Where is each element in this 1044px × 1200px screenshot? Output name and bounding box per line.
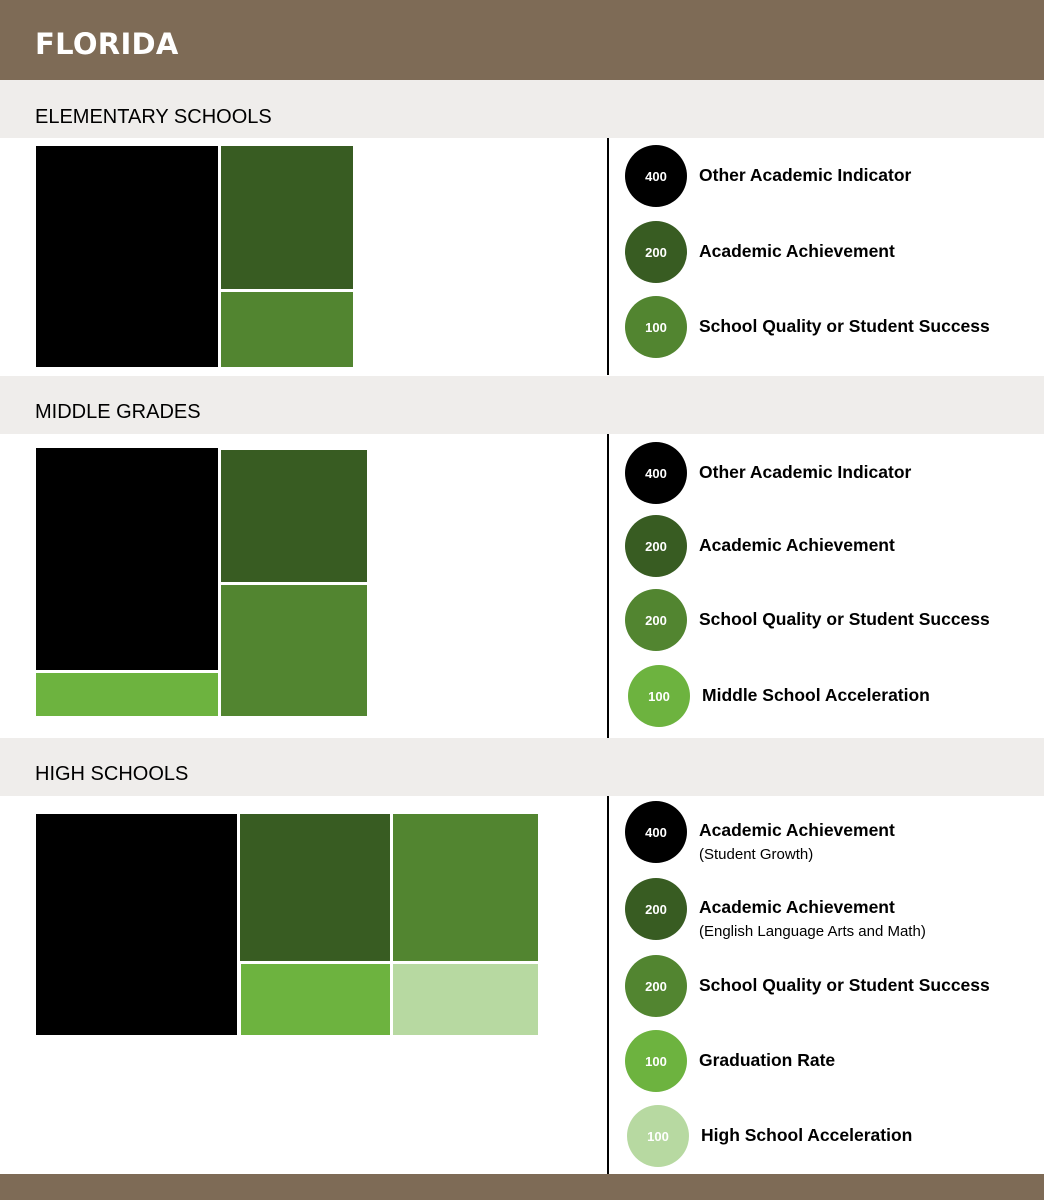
- legend-label: Academic Achievement: [699, 897, 895, 917]
- legend-value-circle: 100: [628, 665, 690, 727]
- high-schools-divider: [607, 796, 609, 1174]
- legend-value-circle: 100: [625, 296, 687, 358]
- legend-label: School Quality or Student Success: [699, 316, 990, 336]
- middle-grades-treemap-tile-middle-school-acceleration: [36, 673, 218, 716]
- legend-label: Middle School Acceleration: [702, 685, 930, 705]
- legend-value-circle: 200: [625, 955, 687, 1017]
- legend-label: High School Acceleration: [701, 1125, 913, 1145]
- high-schools-treemap-tile-graduation-rate: [241, 964, 390, 1035]
- legend-value-circle: 400: [625, 145, 687, 207]
- legend-value-circle: 200: [625, 221, 687, 283]
- legend-label: School Quality or Student Success: [699, 609, 990, 629]
- header-bar: FLORIDA: [0, 0, 1044, 80]
- high-schools-legend-item: 200 Academic Achievement (English Language…: [625, 878, 1035, 942]
- high-schools-legend-item: 100 Graduation Rate: [625, 1030, 1035, 1094]
- high-schools-legend-item: 100 High School Acceleration: [627, 1105, 1037, 1169]
- legend-value-circle: 400: [625, 801, 687, 863]
- middle-grades-section-band: [0, 376, 1044, 434]
- middle-grades-legend-item: 200 School Quality or Student Success: [625, 589, 1035, 653]
- elementary-schools-legend-item: 200 Academic Achievement: [625, 221, 1035, 285]
- middle-grades-legend-item: 100 Middle School Acceleration: [628, 665, 1038, 729]
- legend-value-circle: 100: [627, 1105, 689, 1167]
- elementary-schools-treemap-tile-other-academic-indicator: [36, 146, 218, 367]
- footer-bar: [0, 1174, 1044, 1200]
- legend-label: Graduation Rate: [699, 1050, 836, 1070]
- elementary-schools-treemap-tile-academic-achievement: [221, 146, 353, 289]
- middle-grades-treemap-tile-other-academic-indicator: [36, 448, 218, 670]
- legend-label: Academic Achievement: [699, 535, 895, 555]
- high-schools-treemap-tile-school-quality-or-student-success: [393, 814, 538, 961]
- elementary-schools-section-title: ELEMENTARY SCHOOLS: [35, 106, 272, 128]
- high-schools-legend-item: 200 School Quality or Student Success: [625, 955, 1035, 1019]
- high-schools-section-title: HIGH SCHOOLS: [35, 763, 189, 785]
- legend-value-circle: 100: [625, 1030, 687, 1092]
- high-schools-legend-item: 400 Academic Achievement (Student Growth): [625, 801, 1035, 865]
- legend-value-circle: 400: [625, 442, 687, 504]
- middle-grades-treemap-tile-school-quality-or-student-success: [221, 585, 367, 716]
- middle-grades-divider: [607, 434, 609, 738]
- high-schools-treemap-tile-academic-achievement: [240, 814, 390, 961]
- high-schools-treemap-tile-high-school-acceleration: [393, 964, 538, 1035]
- legend-value-circle: 200: [625, 878, 687, 940]
- legend-label: School Quality or Student Success: [699, 975, 990, 995]
- legend-label: Other Academic Indicator: [699, 165, 912, 185]
- middle-grades-legend-item: 400 Other Academic Indicator: [625, 442, 1035, 506]
- high-schools-treemap-tile-academic-achievement: [36, 814, 237, 1035]
- legend-label: Other Academic Indicator: [699, 462, 912, 482]
- elementary-schools-section-band: [0, 80, 1044, 138]
- middle-grades-section-title: MIDDLE GRADES: [35, 401, 201, 423]
- elementary-schools-divider: [607, 138, 609, 375]
- high-schools-section-band: [0, 738, 1044, 796]
- legend-value-circle: 200: [625, 515, 687, 577]
- legend-label: Academic Achievement: [699, 820, 895, 840]
- legend-sublabel: (English Language Arts and Math): [699, 923, 926, 940]
- middle-grades-legend-item: 200 Academic Achievement: [625, 515, 1035, 579]
- elementary-schools-treemap-tile-school-quality-or-student-success: [221, 292, 353, 367]
- legend-sublabel: (Student Growth): [699, 846, 814, 863]
- elementary-schools-legend-item: 400 Other Academic Indicator: [625, 145, 1035, 209]
- elementary-schools-legend-item: 100 School Quality or Student Success: [625, 296, 1035, 360]
- page-title: FLORIDA: [35, 27, 179, 61]
- middle-grades-treemap-tile-academic-achievement: [221, 450, 367, 582]
- legend-label: Academic Achievement: [699, 241, 895, 261]
- legend-value-circle: 200: [625, 589, 687, 651]
